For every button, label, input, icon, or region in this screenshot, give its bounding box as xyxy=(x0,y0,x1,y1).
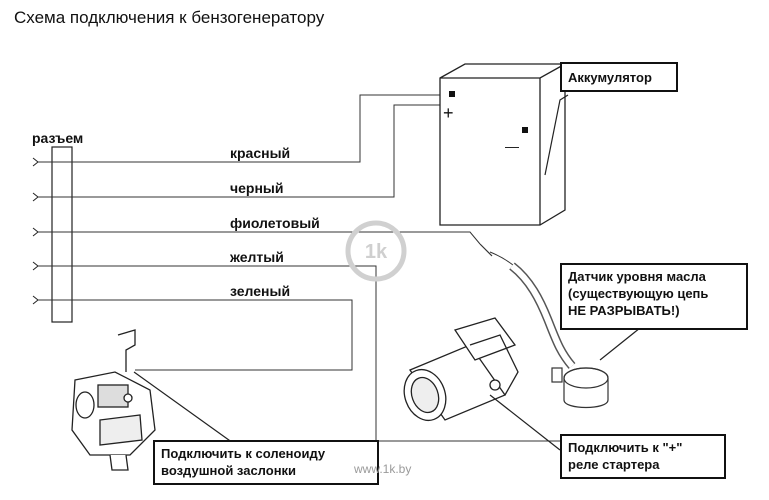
wire-green xyxy=(38,299,353,371)
oil-callout-line xyxy=(599,327,641,361)
wire-arrows xyxy=(32,157,39,305)
oil-sensor-callout: Датчик уровня масла (существующую цепь Н… xyxy=(560,263,748,330)
wire-label-green: зеленый xyxy=(230,283,291,299)
oil-sensor-line3: НЕ РАЗРЫВАТЬ!) xyxy=(568,303,680,318)
battery-terminal-minus xyxy=(522,127,528,133)
battery-callout: Аккумулятор xyxy=(560,62,678,92)
wire-yellow xyxy=(38,265,560,442)
solenoid-line1: Подключить к соленоиду xyxy=(161,446,326,461)
carburetor-drawing xyxy=(71,329,156,471)
battery-callout-line xyxy=(544,94,569,176)
connector-label: разъем xyxy=(32,130,84,146)
watermark-text: www.1k.by xyxy=(354,462,412,476)
watermark-logo-icon: 1k xyxy=(345,220,407,282)
oil-sensor-drawing xyxy=(479,243,609,409)
wire-label-black: черный xyxy=(230,180,284,196)
starter-motor-drawing xyxy=(403,317,519,422)
battery-terminal-plus xyxy=(449,91,455,97)
battery-box xyxy=(439,63,566,226)
solenoid-callout-line xyxy=(133,371,241,449)
oil-sensor-line1: Датчик уровня масла xyxy=(568,269,706,284)
watermark-logo-text: 1k xyxy=(365,241,388,263)
wire-label-yellow: желтый xyxy=(230,249,284,265)
oil-sensor-line2: (существующую цепь xyxy=(568,286,709,301)
wire-label-red: красный xyxy=(230,145,291,161)
starter-callout: Подключить к "+" реле стартера xyxy=(560,434,726,479)
starter-callout-line xyxy=(489,394,561,451)
solenoid-callout: Подключить к соленоиду воздушной заслонк… xyxy=(153,440,379,485)
starter-line2: реле стартера xyxy=(568,457,660,472)
connector-block xyxy=(51,146,73,323)
battery-minus-symbol: — xyxy=(505,138,519,154)
wire-red xyxy=(38,94,452,163)
solenoid-line2: воздушной заслонки xyxy=(161,463,297,478)
starter-line1: Подключить к "+" xyxy=(568,440,683,455)
battery-callout-text: Аккумулятор xyxy=(568,70,652,85)
page-title: Схема подключения к бензогенератору xyxy=(14,8,325,27)
wire-violet xyxy=(38,231,481,245)
wire-label-violet: фиолетовый xyxy=(230,215,320,231)
battery-plus-symbol: + xyxy=(443,103,454,123)
